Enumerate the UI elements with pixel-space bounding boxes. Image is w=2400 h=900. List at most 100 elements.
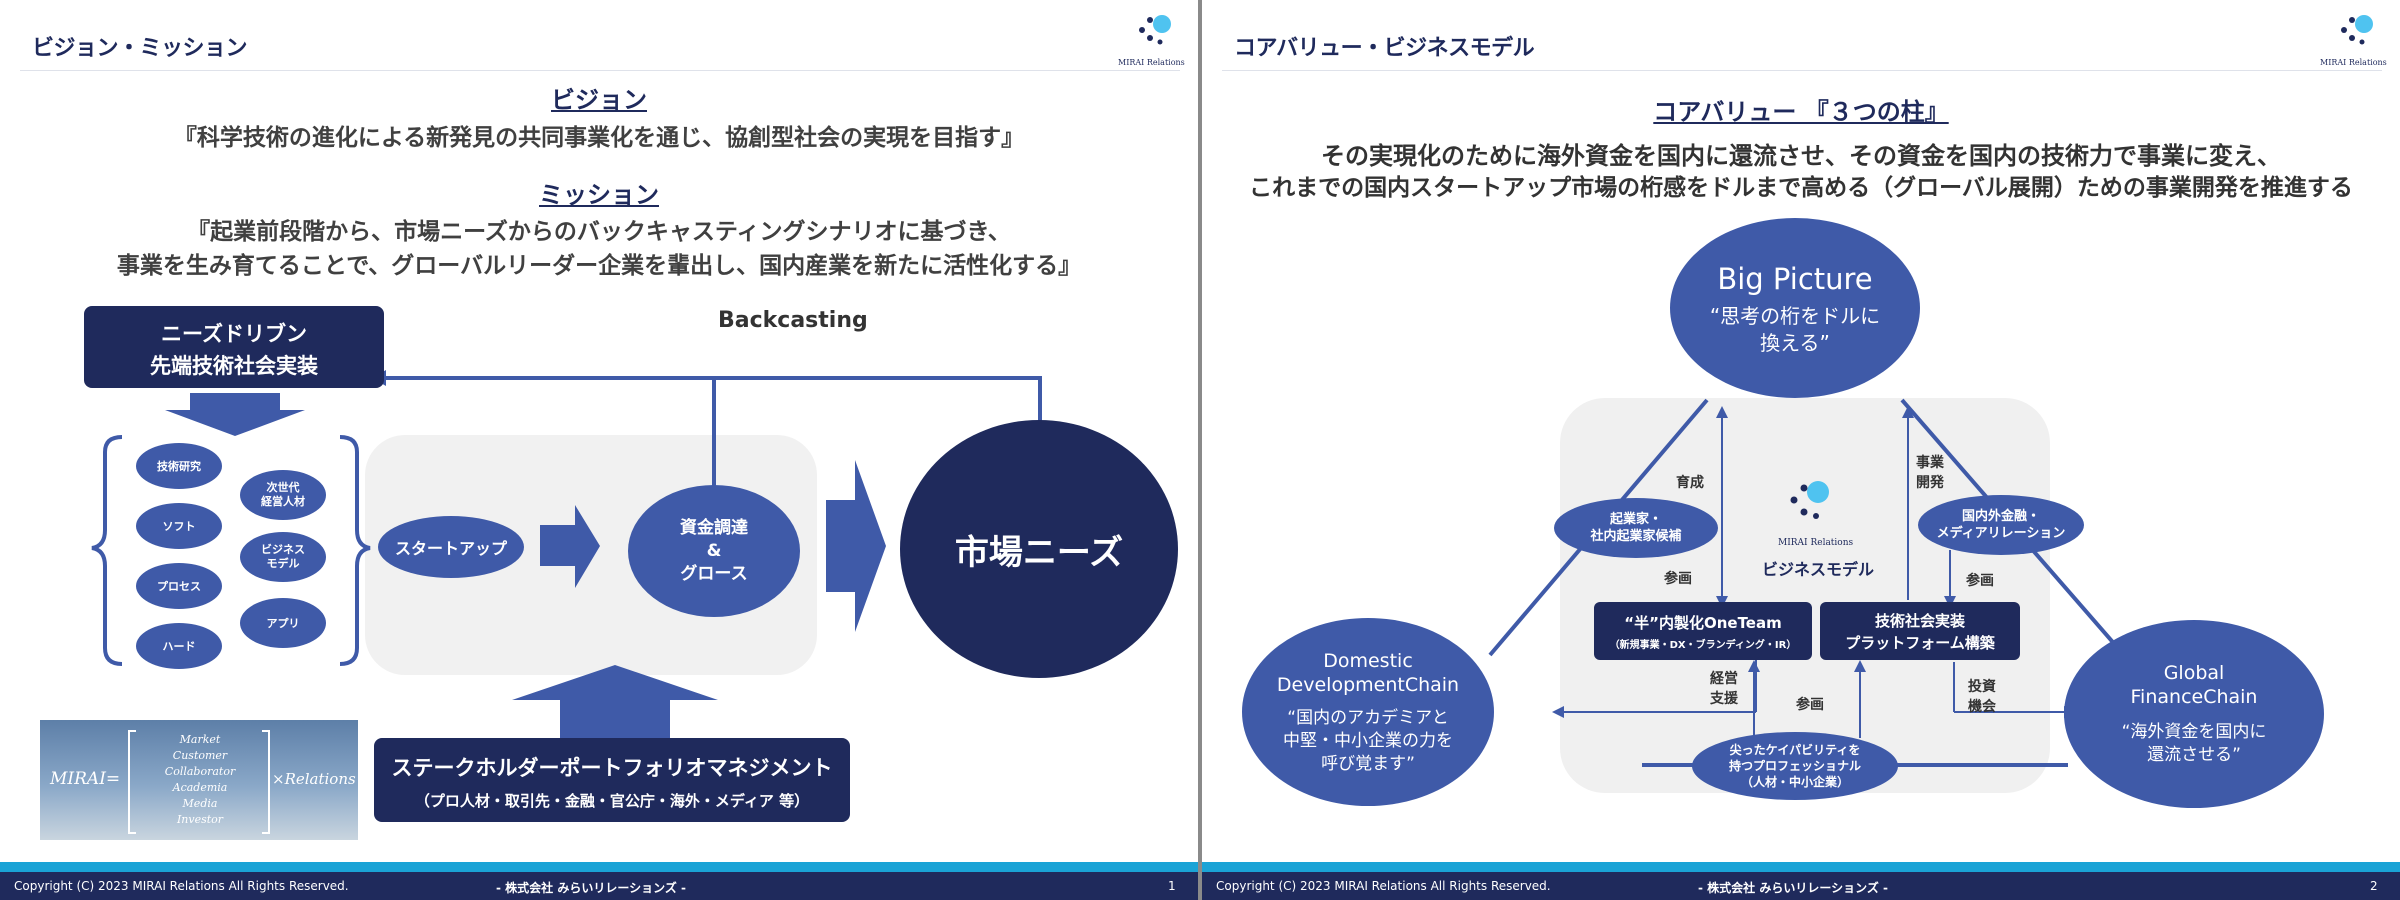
startup-node: スタートアップ bbox=[378, 516, 524, 578]
mirai-word: Collaborator bbox=[164, 765, 236, 778]
needs-box-line-1: ニーズドリブン bbox=[161, 322, 307, 346]
professionals-l3: （人材・中小企業） bbox=[1740, 775, 1849, 789]
entrepreneurs-l2: 社内起業家候補 bbox=[1590, 529, 1682, 544]
label-sankaku-bottom: 参画 bbox=[1796, 697, 1824, 713]
mirai-suffix: ×Relations bbox=[272, 770, 356, 788]
item-process: プロセス bbox=[136, 563, 222, 609]
footer-accent-band bbox=[0, 862, 1198, 872]
fund-l2: & bbox=[706, 540, 722, 561]
core-value-line-1: その実現化のために海外資金を国内に還流させ、その資金を国内の技術力で事業に変え、 bbox=[1321, 142, 2281, 170]
header-divider bbox=[20, 70, 1180, 71]
mission-line-1: 『起業前段階から、市場ニーズからのバックキャスティングシナリオに基づき、 bbox=[187, 219, 1011, 245]
startup-label: スタートアップ bbox=[394, 539, 507, 558]
mirai-prefix: MIRAI= bbox=[50, 769, 121, 789]
fund-growth-node: 資金調達 & グロース bbox=[628, 485, 800, 617]
mirai-logo-icon bbox=[1790, 481, 1829, 519]
stakeholder-box: ステークホルダーポートフォリオマネジメント （プロ人材・取引先・金融・官公庁・海… bbox=[374, 738, 850, 822]
market-label: 市場ニーズ bbox=[954, 532, 1124, 573]
global-t1: Global bbox=[2163, 662, 2225, 684]
professionals-l2: 持つプロフェッショナル bbox=[1728, 759, 1861, 773]
global-l1: “海外資金を国内に bbox=[2121, 722, 2267, 742]
logo-text: MIRAI Relations bbox=[2320, 58, 2387, 67]
slide-title: コアバリュー・ビジネスモデル bbox=[1234, 36, 1535, 61]
finance-media-l1: 国内外金融・ bbox=[1961, 509, 2040, 524]
item-process-label: プロセス bbox=[157, 580, 201, 593]
professionals-node: 尖ったケイパビリティを 持つプロフェッショナル （人材・中小企業） bbox=[1692, 732, 1898, 800]
vision-heading: ビジョン bbox=[551, 86, 647, 114]
market-needs-node: 市場ニーズ bbox=[900, 420, 1178, 678]
domestic-chain-node: Domestic DevelopmentChain “国内のアカデミアと 中堅・… bbox=[1242, 618, 1494, 806]
big-picture-l2: 換える” bbox=[1760, 331, 1830, 355]
footer-company: - 株式会社 みらいリレーションズ - bbox=[496, 881, 687, 895]
item-business-model-l2: モデル bbox=[266, 557, 300, 570]
domestic-t2: DevelopmentChain bbox=[1276, 673, 1460, 696]
slide-vision-mission: ビジョン・ミッション MIRAI Relations ビジョン 『科学技術の進化… bbox=[0, 0, 1198, 900]
mirai-word: Media bbox=[182, 797, 218, 810]
item-soft: ソフト bbox=[136, 503, 222, 549]
domestic-l3: 呼び覚ます” bbox=[1321, 753, 1415, 774]
footer-accent-band bbox=[1202, 862, 2400, 872]
label-jigyo-1: 事業 bbox=[1916, 455, 1944, 471]
platform-l1: 技術社会実装 bbox=[1874, 612, 1965, 630]
footer-bar bbox=[1202, 872, 2400, 900]
item-tech-research: 技術研究 bbox=[136, 443, 222, 489]
item-soft-label: ソフト bbox=[162, 520, 196, 533]
label-toshi-2: 機会 bbox=[1968, 699, 1996, 715]
logo-text: MIRAI Relations bbox=[1118, 58, 1185, 67]
footer-company: - 株式会社 みらいリレーションズ - bbox=[1698, 881, 1889, 895]
item-next-gen-l2: 経営人材 bbox=[261, 495, 305, 508]
item-hard-label: ハード bbox=[162, 640, 196, 653]
platform-l2: プラットフォーム構築 bbox=[1845, 634, 1995, 652]
item-app-label: アプリ bbox=[266, 617, 300, 630]
big-picture-node: Big Picture “思考の桁をドルに 換える” bbox=[1670, 218, 1920, 398]
item-tech-research-label: 技術研究 bbox=[157, 460, 201, 473]
item-business-model-l1: ビジネス bbox=[261, 543, 305, 556]
stakeholder-title: ステークホルダーポートフォリオマネジメント bbox=[391, 756, 833, 780]
label-keiei-1: 経営 bbox=[1710, 671, 1738, 687]
professionals-l1: 尖ったケイパビリティを bbox=[1729, 743, 1861, 757]
mirai-word: Investor bbox=[176, 813, 224, 826]
entrepreneurs-node: 起業家・ 社内起業家候補 bbox=[1554, 498, 1718, 558]
domestic-l2: 中堅・中小企業の力を bbox=[1283, 730, 1453, 751]
domestic-t1: Domestic bbox=[1323, 649, 1413, 672]
domestic-l1: “国内のアカデミアと bbox=[1287, 707, 1449, 728]
item-app: アプリ bbox=[240, 598, 326, 648]
page-number: 1 bbox=[1168, 879, 1176, 893]
center-logo-text: MIRAI Relations bbox=[1778, 538, 1854, 548]
core-value-heading: コアバリュー 『３つの柱』 bbox=[1653, 98, 1949, 126]
mirai-word: Market bbox=[179, 733, 221, 746]
mission-heading: ミッション bbox=[539, 181, 659, 209]
core-value-line-2: これまでの国内スタートアップ市場の桁感をドルまで高める（グローバル展開）ための事… bbox=[1249, 175, 2353, 201]
mirai-logo-icon bbox=[1139, 15, 1171, 45]
fund-l1: 資金調達 bbox=[680, 517, 748, 538]
needs-box-line-2: 先端技術社会実装 bbox=[150, 354, 318, 378]
stakeholder-sub: （プロ人材・取引先・金融・官公庁・海外・メディア 等） bbox=[414, 792, 810, 810]
label-toshi-1: 投資 bbox=[1968, 679, 1996, 695]
backcasting-label: Backcasting bbox=[718, 308, 868, 333]
mirai-word: Academia bbox=[172, 781, 228, 794]
mission-line-2: 事業を生み育てることで、グローバルリーダー企業を輩出し、国内産業を新たに活性化す… bbox=[116, 253, 1082, 279]
footer-bar bbox=[0, 872, 1198, 900]
oneteam-sub: （新規事業・DX・ブランディング・IR） bbox=[1609, 640, 1797, 651]
bracket-right-icon bbox=[262, 730, 270, 834]
entrepreneurs-l1: 起業家・ bbox=[1609, 512, 1662, 527]
header-divider bbox=[1222, 70, 2382, 71]
label-ikusei: 育成 bbox=[1676, 475, 1704, 491]
platform-box: 技術社会実装 プラットフォーム構築 bbox=[1820, 602, 2020, 660]
vision-text: 『科学技術の進化による新発見の共同事業化を通じ、協創型社会の実現を目指す』 bbox=[173, 125, 1025, 151]
mirai-word: Customer bbox=[172, 749, 228, 762]
page-number: 2 bbox=[2370, 879, 2378, 893]
slide-divider bbox=[1198, 0, 1202, 900]
item-next-gen-management: 次世代 経営人材 bbox=[240, 470, 326, 520]
label-keiei-2: 支援 bbox=[1710, 691, 1738, 707]
finance-media-node: 国内外金融・ メディアリレーション bbox=[1918, 495, 2084, 555]
needs-driven-box: ニーズドリブン 先端技術社会実装 bbox=[84, 306, 384, 388]
global-chain-node: Global FinanceChain “海外資金を国内に 還流させる” bbox=[2064, 620, 2324, 808]
label-sankaku-left: 参画 bbox=[1664, 571, 1692, 587]
label-sankaku-right: 参画 bbox=[1966, 573, 1994, 589]
business-model-diagram bbox=[1488, 398, 2126, 793]
label-jigyo-2: 開発 bbox=[1916, 475, 1944, 491]
oneteam-title: “半”内製化OneTeam bbox=[1624, 614, 1782, 632]
